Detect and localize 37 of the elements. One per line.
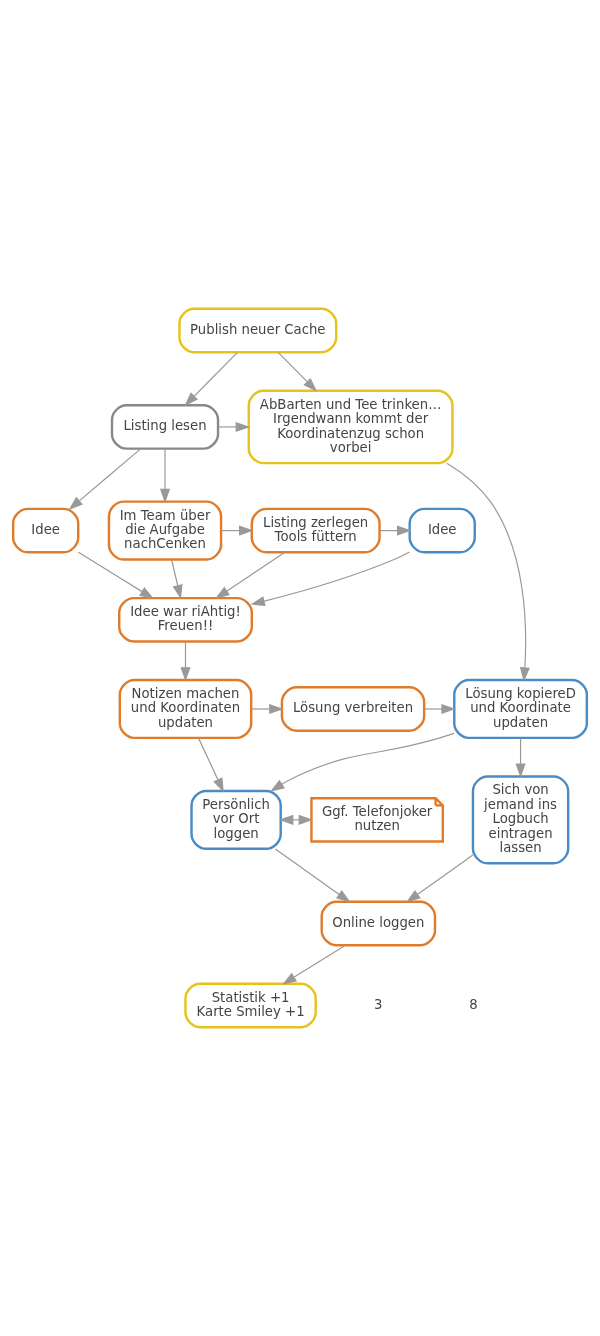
arrow	[515, 737, 526, 778]
node-box: Lösung verbreiten	[280, 686, 426, 732]
arrow	[446, 462, 530, 682]
node-box: Lösung kopiereD und Koordinate updaten	[453, 678, 589, 740]
node-box: Sich von jemand ins Logbuch eintragen lassen	[471, 775, 570, 865]
arrow	[159, 448, 171, 504]
arrow	[274, 848, 351, 903]
arrow	[68, 448, 141, 510]
arrow	[282, 944, 346, 985]
node-box: Idee	[11, 507, 80, 554]
node-box: Listing zerlegen Tools füttern	[250, 507, 381, 554]
arrow	[184, 352, 238, 407]
node-box: Idee	[408, 507, 476, 554]
node-box: Im Team über die Aufgabe nachCenken	[107, 500, 223, 561]
arrow	[77, 551, 154, 600]
arrow	[250, 703, 284, 715]
node-box: Persönlich vor Ort loggen	[190, 789, 282, 850]
arrow	[180, 640, 191, 682]
arrow	[270, 732, 455, 792]
node-box: Idee war riAhtig! Freuen!!	[118, 596, 253, 643]
arrow	[197, 737, 224, 793]
node-box: Notizen machen und Koordinaten updaten	[118, 678, 253, 740]
arrow	[215, 551, 286, 599]
arrow	[217, 421, 251, 432]
arrow	[278, 814, 314, 825]
node-box: Online loggen	[320, 900, 437, 947]
label: 8	[469, 996, 478, 1012]
node-box: Statistik +1 Karte Smiley +1	[184, 982, 317, 1029]
arrow	[277, 352, 318, 392]
arrow	[171, 559, 183, 600]
arrow	[250, 551, 411, 607]
arrow	[423, 703, 456, 715]
label: 3	[374, 996, 383, 1012]
node-box: AbBarten und Tee trinken… Irgendwann kommt der Koordinatenzug schon vorbei	[247, 389, 454, 465]
node-box: Listing lesen	[110, 404, 220, 450]
node-box: Publish neuer Cache	[178, 307, 338, 354]
arrow	[406, 854, 474, 903]
